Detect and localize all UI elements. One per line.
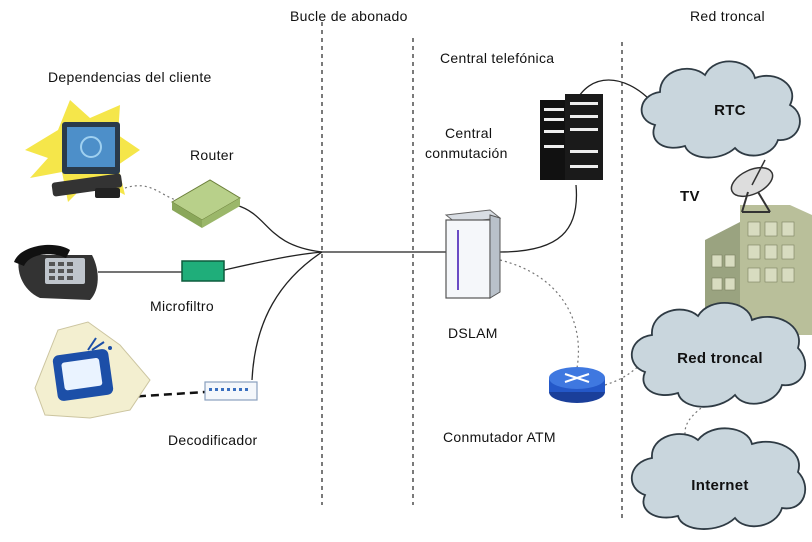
line-atm-to-backbone [604, 359, 646, 386]
line-filter-to-loop [223, 251, 323, 271]
computer-icon [25, 100, 140, 202]
switching-office-icon [540, 94, 603, 180]
cloud-rtc [640, 60, 801, 159]
zone-label-exchange: Central telefónica [440, 50, 555, 66]
line-backbone-to-internet [684, 404, 706, 451]
zone-label-trunk: Red troncal [690, 8, 765, 24]
label-switching-office-1: Central [445, 125, 493, 141]
line-dslam-to-atm [499, 259, 579, 369]
label-atm-switch: Conmutador ATM [443, 429, 556, 445]
line-dslam-to-switch [499, 184, 578, 253]
label-decoder: Decodificador [168, 432, 258, 448]
dslam-icon [444, 209, 502, 299]
line-decoder-to-loop [251, 251, 323, 381]
label-microfilter: Microfiltro [150, 298, 214, 314]
cloud-label-internet: Internet [691, 477, 749, 494]
dotted-lines [124, 185, 706, 451]
zone-label-customer: Dependencias del cliente [48, 69, 212, 85]
decoder-icon [204, 381, 258, 401]
connection-lines [98, 79, 651, 381]
label-dslam: DSLAM [448, 325, 498, 341]
atm-switch-icon [549, 367, 605, 403]
telephone-icon [14, 244, 98, 300]
zone-label-loop: Bucle de abonado [290, 8, 408, 24]
label-tv: TV [680, 188, 700, 205]
cloud-label-backbone: Red troncal [677, 350, 763, 367]
tv-icon [34, 321, 151, 419]
router-icon [171, 179, 241, 228]
cloud-label-rtc: RTC [714, 102, 746, 119]
line-router-to-loop [235, 204, 323, 253]
microfilter-icon [181, 260, 225, 282]
label-switching-office-2: conmutación [425, 145, 508, 161]
cloud-internet [630, 427, 807, 530]
cloud-backbone [630, 302, 807, 408]
label-router: Router [190, 147, 234, 163]
satellite-dish-icon [730, 159, 774, 213]
line-pc-to-router [124, 185, 177, 201]
